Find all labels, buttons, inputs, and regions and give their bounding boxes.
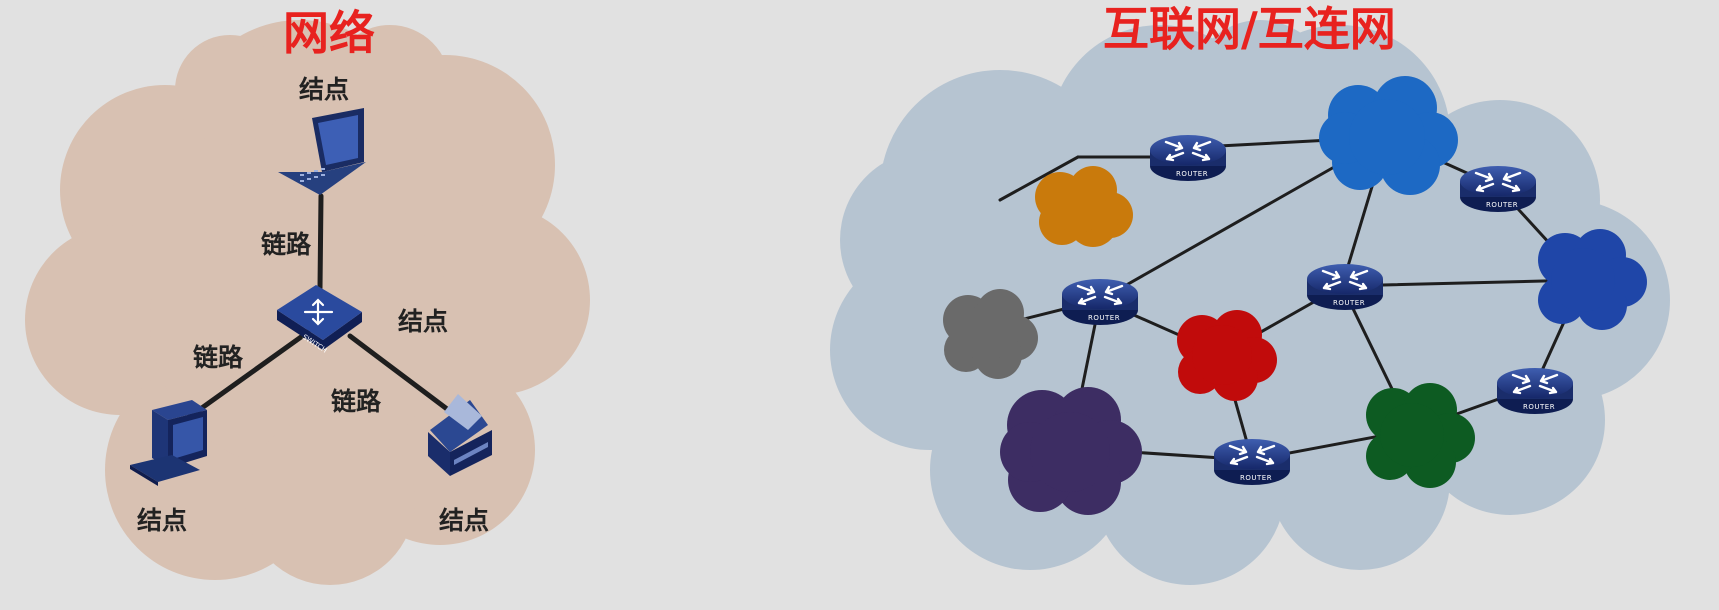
internet-title: 互联网/互连网 bbox=[1103, 2, 1396, 56]
printer-icon bbox=[428, 394, 492, 476]
link-switch-pc bbox=[182, 329, 311, 423]
router-caption: ROUTER bbox=[1240, 474, 1272, 482]
link-label-top: 链路 bbox=[261, 230, 312, 259]
network-title: 网络 bbox=[283, 6, 375, 60]
blue-network-cloud bbox=[1319, 76, 1458, 195]
router-icon: ROUTER bbox=[1305, 262, 1385, 312]
node-label-bottom-left: 结点 bbox=[137, 506, 187, 535]
link-label-left: 链路 bbox=[193, 343, 244, 372]
desktop-pc-icon bbox=[130, 400, 207, 486]
router-caption: ROUTER bbox=[1176, 170, 1208, 178]
router-icon: ROUTER bbox=[1148, 133, 1228, 183]
router-icon: ROUTER bbox=[1060, 277, 1140, 327]
router-icon: ROUTER bbox=[1495, 366, 1575, 416]
link-label-right: 链路 bbox=[331, 387, 382, 416]
link-lines bbox=[182, 193, 458, 423]
green-network-cloud bbox=[1366, 383, 1475, 488]
router-caption: ROUTER bbox=[1523, 403, 1555, 411]
laptop-icon bbox=[278, 108, 366, 195]
router-icon: ROUTER bbox=[1458, 164, 1538, 214]
red-network-cloud bbox=[1177, 310, 1277, 401]
orange-network-cloud bbox=[1035, 166, 1133, 247]
router-caption: ROUTER bbox=[1486, 201, 1518, 209]
node-label-top: 结点 bbox=[299, 75, 349, 104]
node-label-bottom-right: 结点 bbox=[439, 506, 489, 535]
link-switch-laptop bbox=[317, 193, 324, 291]
navy-network-cloud bbox=[1538, 229, 1647, 330]
purple-network-cloud bbox=[1000, 387, 1142, 515]
link-switch-printer bbox=[347, 333, 458, 418]
gray-network-cloud bbox=[943, 289, 1038, 379]
router-caption: ROUTER bbox=[1333, 299, 1365, 307]
internet-cloud bbox=[830, 20, 1670, 585]
node-label-right: 结点 bbox=[398, 307, 448, 336]
switch-icon: SWITCH bbox=[277, 285, 362, 355]
router-icon: ROUTER bbox=[1212, 437, 1292, 487]
router-caption: ROUTER bbox=[1088, 314, 1120, 322]
